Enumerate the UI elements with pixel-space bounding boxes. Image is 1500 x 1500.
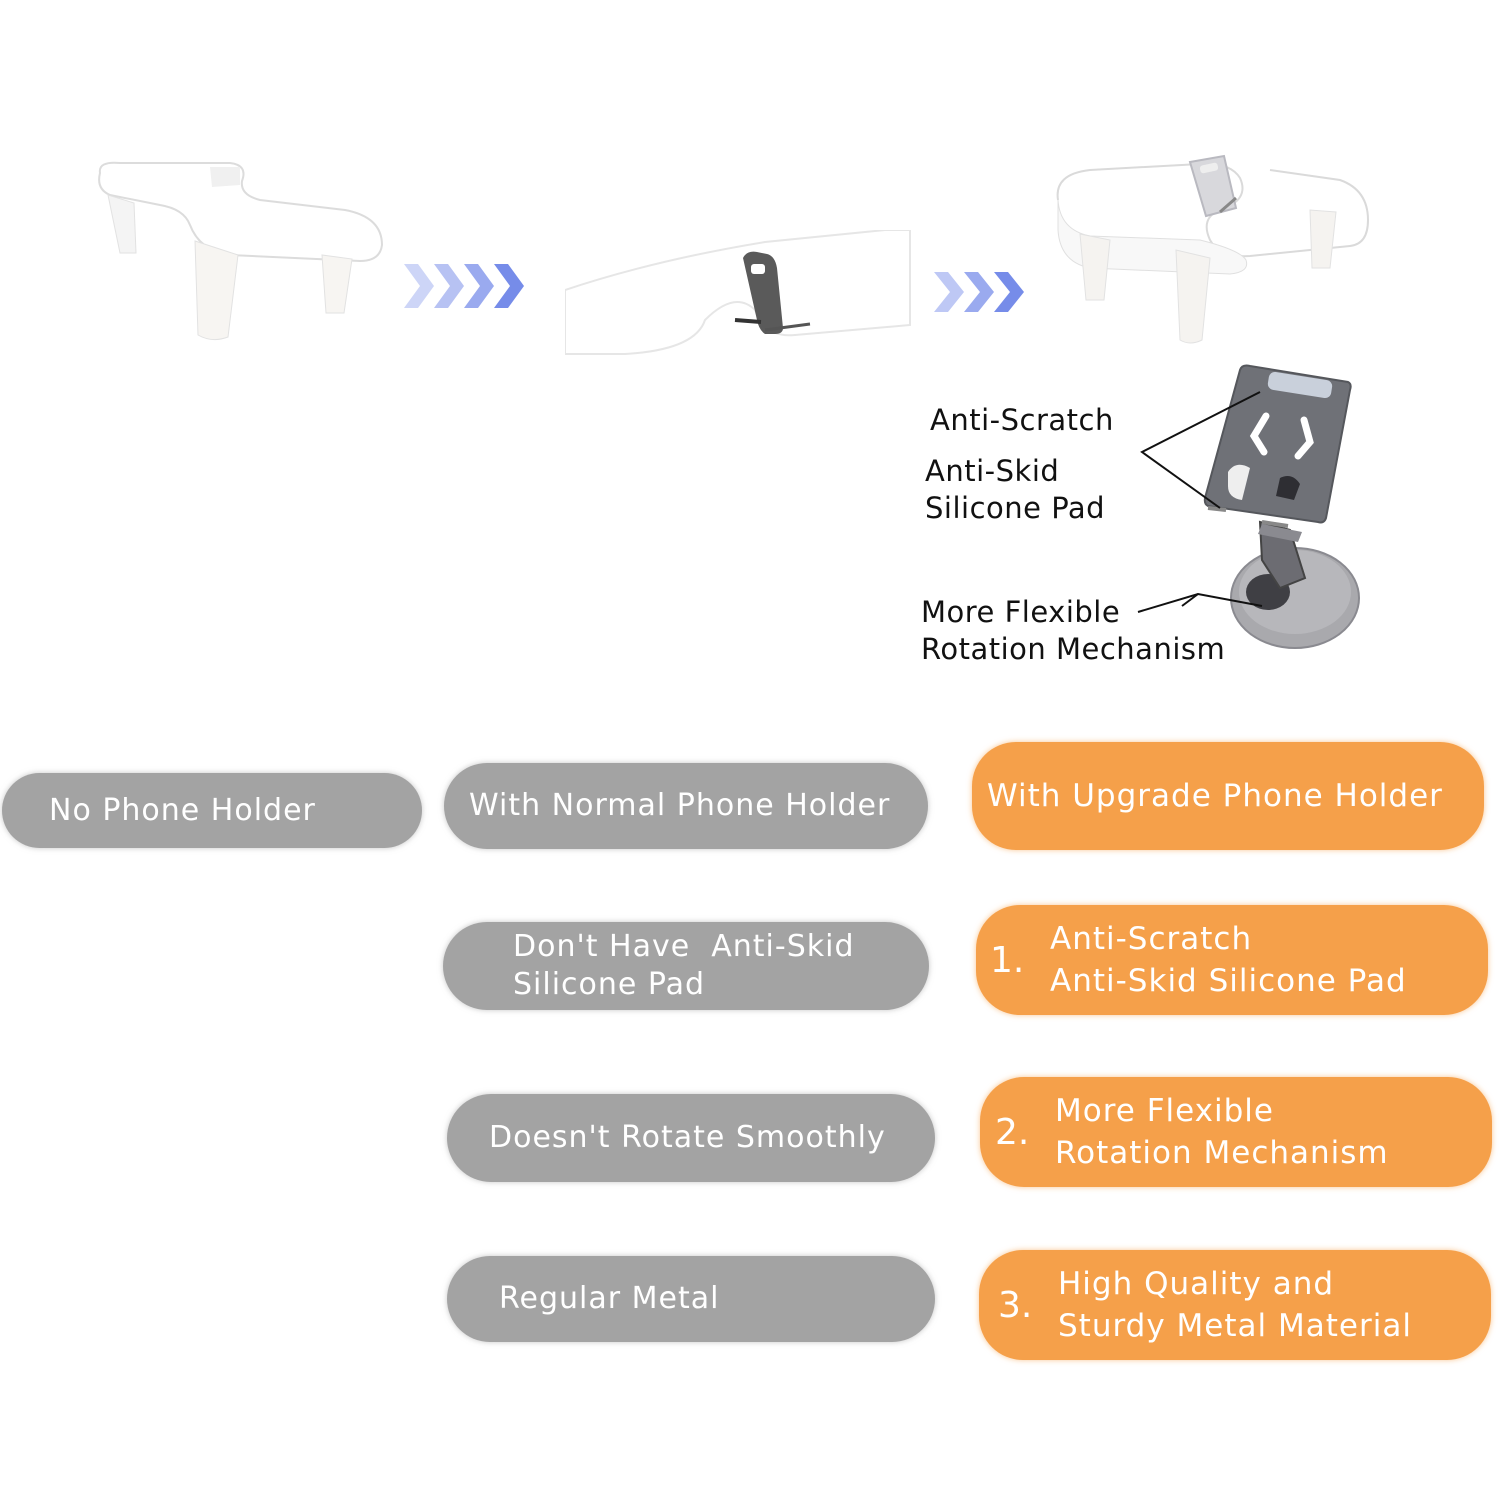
- pill-label: With Normal Phone Holder: [469, 788, 891, 823]
- feature-number: 1.: [990, 939, 1025, 981]
- feature-number: 3.: [998, 1284, 1033, 1326]
- pill-label: Regular Metal: [499, 1281, 720, 1316]
- normal-feature-pill: Don't Have Anti-Skid Silicone Pad: [443, 922, 929, 1010]
- pill-label: Anti-Scratch Anti-Skid Silicone Pad: [1050, 921, 1407, 999]
- callout-rotation: More Flexible Rotation Mechanism: [921, 595, 1226, 666]
- callout-anti-skid: Anti-Skid Silicone Pad: [925, 454, 1106, 525]
- callout-anti-scratch: Anti-Scratch: [930, 403, 1114, 437]
- no-phone-holder-pill: No Phone Holder: [2, 773, 422, 848]
- armrest-with-holder-image: [565, 230, 911, 355]
- pill-label: No Phone Holder: [49, 792, 316, 828]
- normal-feature-pill: Regular Metal: [447, 1256, 935, 1342]
- normal-feature-pill: Doesn't Rotate Smoothly: [447, 1094, 935, 1182]
- phone-stand-image: [1203, 364, 1360, 649]
- upgrade-feature-pill: 3. High Quality and Sturdy Metal Materia…: [979, 1250, 1491, 1360]
- pill-label: With Upgrade Phone Holder: [987, 778, 1443, 814]
- upgrade-phone-holder-pill: With Upgrade Phone Holder: [972, 742, 1484, 850]
- upgrade-feature-pill: 1. Anti-Scratch Anti-Skid Silicone Pad: [976, 905, 1488, 1015]
- pill-label: Don't Have Anti-Skid Silicone Pad: [513, 929, 855, 1002]
- pill-label: More Flexible Rotation Mechanism: [1055, 1093, 1389, 1171]
- armrest-plain-image: [98, 161, 384, 341]
- double-chevron-arrow-icon: [934, 272, 1024, 312]
- upgrade-feature-pill: 2. More Flexible Rotation Mechanism: [980, 1077, 1492, 1187]
- double-chevron-arrow-icon: [404, 264, 524, 308]
- pill-label: Doesn't Rotate Smoothly: [489, 1120, 886, 1155]
- callout-lines: [1137, 391, 1263, 613]
- armrest-with-holder-image: [1056, 154, 1370, 344]
- pill-label: High Quality and Sturdy Metal Material: [1058, 1266, 1412, 1344]
- normal-phone-holder-pill: With Normal Phone Holder: [444, 763, 928, 849]
- feature-number: 2.: [995, 1111, 1030, 1153]
